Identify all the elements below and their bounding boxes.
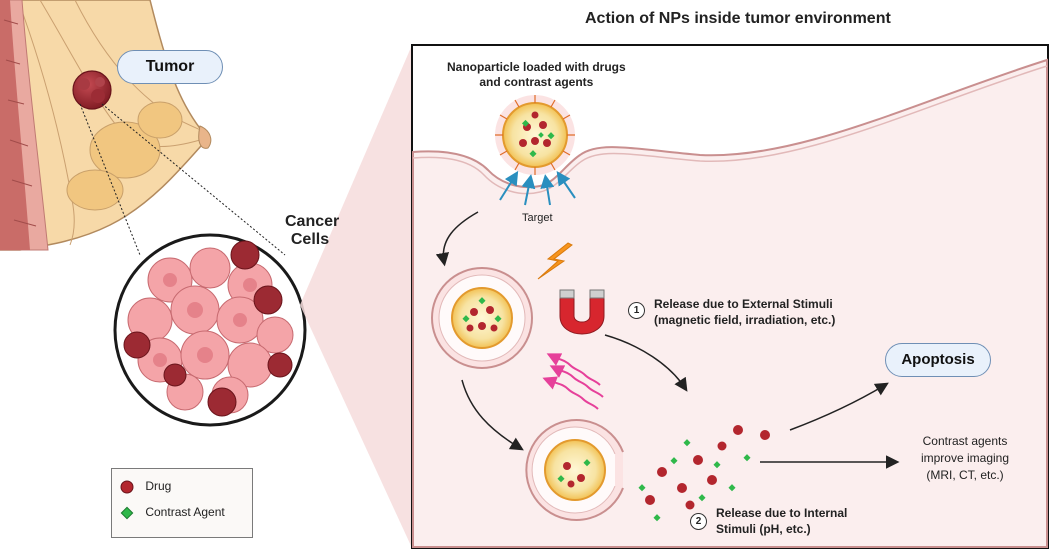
magnet-icon <box>559 289 605 335</box>
target-receptors <box>499 170 576 206</box>
radiation-waves-icon <box>542 353 604 410</box>
tumor-label: Tumor <box>117 50 223 84</box>
step-2-line1: Release due to Internal <box>716 506 848 520</box>
zoom-line <box>101 103 286 256</box>
diagram-title: Action of NPs inside tumor environment <box>585 10 891 27</box>
step-1-line2: (magnetic field, irradiation, etc.) <box>654 313 836 327</box>
arrow-to-endosome2 <box>461 379 524 451</box>
zoom-cone <box>300 45 412 548</box>
legend-item-contrast-agent: Contrast Agent <box>120 505 225 520</box>
imaging-note: Contrast agents improve imaging (MRI, CT… <box>905 433 1025 484</box>
apoptosis-label: Apoptosis <box>885 343 991 377</box>
cancer-cells-label: Cancer Cells <box>285 213 340 249</box>
cancer-cells-cluster <box>113 233 307 427</box>
imaging-note-line3: (MRI, CT, etc.) <box>926 468 1004 482</box>
tumor-mass <box>72 70 112 110</box>
legend-item-drug: Drug <box>120 479 171 494</box>
endosome-internal <box>525 419 624 521</box>
arrow-external-release <box>604 334 688 392</box>
contrast-agent-icon <box>120 506 134 520</box>
released-drugs <box>645 425 770 510</box>
imaging-note-line2: improve imaging <box>920 451 1010 465</box>
nanoparticle-label: Nanoparticle loaded with drugs and contr… <box>447 60 626 90</box>
endosome-external <box>431 267 533 369</box>
legend: Drug Contrast Agent <box>111 468 253 538</box>
breast-anatomy <box>0 0 212 251</box>
step-2-line2: Stimuli (pH, etc.) <box>716 522 811 536</box>
legend-drug-label: Drug <box>145 479 172 493</box>
zoom-line <box>79 103 141 256</box>
arrow-internalization <box>435 211 479 267</box>
cancer-cells-line2: Cells <box>290 231 330 248</box>
arrow-apoptosis <box>789 382 889 431</box>
imaging-note-line1: Contrast agents <box>922 434 1008 448</box>
drug-icon <box>120 480 134 494</box>
step-2-number: 2 <box>690 513 707 530</box>
target-label: Target <box>522 212 553 224</box>
nanoparticle-top <box>495 95 575 175</box>
nanoparticle-line2: and contrast agents <box>479 75 594 89</box>
nanoparticle-line1: Nanoparticle loaded with drugs <box>447 60 626 74</box>
step-1-number: 1 <box>628 302 645 319</box>
released-contrast-agents <box>638 439 751 522</box>
cancer-cells-line1: Cancer <box>285 213 340 230</box>
lightning-icon <box>537 242 573 280</box>
legend-contrast-agent-label: Contrast Agent <box>145 505 225 519</box>
step-1-line1: Release due to External Stimuli <box>654 297 833 311</box>
